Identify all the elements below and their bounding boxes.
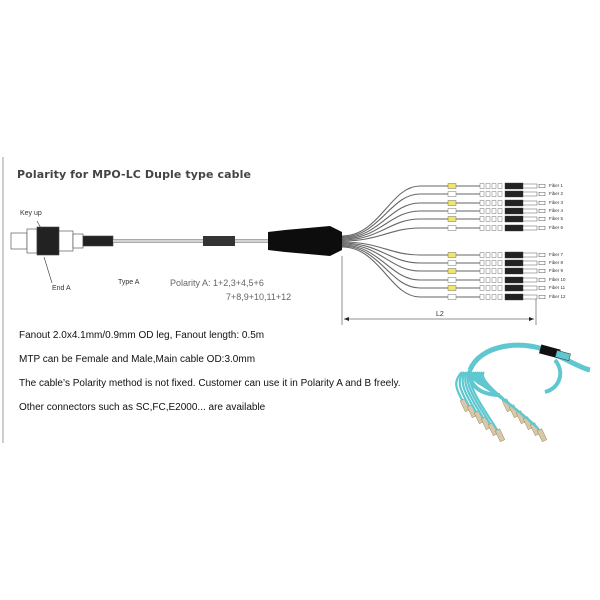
photo-fiber-leg xyxy=(481,371,540,431)
diagram-frame xyxy=(2,157,600,443)
mpo-connector xyxy=(10,226,114,256)
diagram-title: Polarity for MPO-LC Duple type cable xyxy=(17,168,252,181)
fiber-label: Fiber 1 xyxy=(549,183,564,188)
type-a-label: Type A xyxy=(118,279,140,286)
fanout-legs xyxy=(341,182,546,301)
fiber-label: Fiber 9 xyxy=(549,268,564,273)
cable-boot xyxy=(203,236,235,246)
dim-arrow-left xyxy=(344,317,349,321)
photo-fiber-leg xyxy=(464,371,484,419)
fiber-label: Fiber 4 xyxy=(549,208,564,213)
fanout-body xyxy=(268,226,342,256)
photo-lc-connector xyxy=(536,428,548,442)
key-up-label: Key up xyxy=(20,210,42,217)
end-a-label: End A xyxy=(52,285,71,292)
fanout-leg xyxy=(341,224,546,242)
photo-fiber-leg xyxy=(466,371,491,425)
key-pointer xyxy=(36,220,43,231)
fiber-label: Fiber 12 xyxy=(549,294,566,299)
fanout-leg xyxy=(341,243,546,275)
fanout-leg xyxy=(341,190,546,238)
photo-fiber-leg xyxy=(461,371,477,413)
photo-fiber-leg xyxy=(458,371,470,407)
fanout-leg xyxy=(341,241,546,259)
fiber-label: Fiber 3 xyxy=(549,200,564,205)
fanout-leg xyxy=(341,244,546,284)
photo-fiber-leg xyxy=(468,371,498,431)
fanout-leg xyxy=(341,242,546,267)
polarity-line-2: 7+8,9+10,11+12 xyxy=(226,292,292,302)
fiber-label: Fiber 6 xyxy=(549,225,564,230)
description-line-2: MTP can be Female and Male,Main cable OD… xyxy=(19,354,256,365)
photo-lc-connector xyxy=(494,428,506,442)
photo-fiber-leg xyxy=(455,371,463,401)
fanout-leg xyxy=(341,215,546,241)
fiber-label: Fiber 10 xyxy=(549,277,566,282)
fiber-label: Fiber 8 xyxy=(549,260,564,265)
fanout-leg xyxy=(341,246,546,301)
fanout-leg xyxy=(341,207,546,240)
fanout-leg xyxy=(341,245,546,292)
end-pointer xyxy=(43,256,53,284)
length-label: L2 xyxy=(436,311,444,318)
fanout-leg xyxy=(341,199,546,239)
fiber-label: Fiber 5 xyxy=(549,216,564,221)
description-line-3: The cable’s Polarity method is not fixed… xyxy=(19,378,401,389)
fiber-label: Fiber 2 xyxy=(549,191,564,196)
fiber-label: Fiber 7 xyxy=(549,252,564,257)
description-line-1: Fanout 2.0x4.1mm/0.9mm OD leg, Fanout le… xyxy=(19,330,265,341)
fanout-leg xyxy=(341,182,546,237)
polarity-line-1: Polarity A: 1+2,3+4,5+6 xyxy=(170,278,264,288)
fiber-label: Fiber 11 xyxy=(549,285,566,290)
dim-arrow-right xyxy=(529,317,534,321)
product-photo xyxy=(455,342,591,442)
description-line-4: Other connectors such as SC,FC,E2000... … xyxy=(19,402,266,413)
